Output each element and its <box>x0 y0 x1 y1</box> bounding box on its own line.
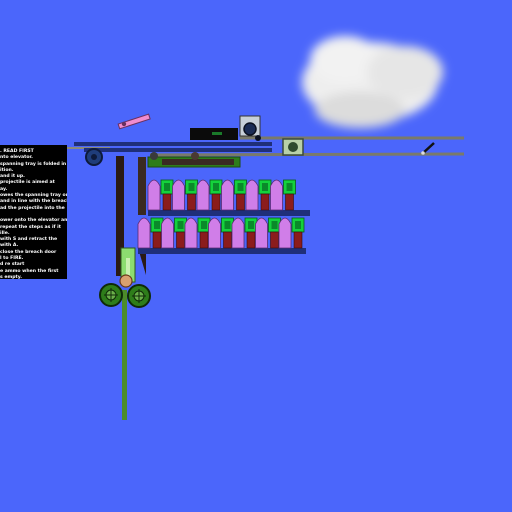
ammo-shell[interactable] <box>184 217 198 249</box>
lower-tray <box>138 248 306 254</box>
ammo-casing <box>270 231 279 249</box>
ammo-clip-window <box>286 183 293 191</box>
ammo-casing <box>176 231 185 249</box>
ammo-clip-window <box>295 221 301 229</box>
ammo-shell[interactable] <box>161 217 174 249</box>
instruction-line: close the breach door <box>0 249 57 255</box>
ammo-casing <box>223 231 232 249</box>
ammo-casing <box>236 193 245 211</box>
sensor-wheel <box>243 122 257 136</box>
ammo-casing <box>260 193 270 211</box>
beam-top <box>74 142 272 146</box>
ammo-shell[interactable] <box>172 179 185 211</box>
instruction-line: . READ FIRST <box>0 149 34 154</box>
upper-tray <box>148 210 310 216</box>
ammo-clip-window <box>248 221 254 229</box>
instruction-line: s empty. <box>0 274 23 279</box>
ammo-casing <box>152 231 162 249</box>
instruction-line: and it up. <box>0 174 25 180</box>
ammo-shell[interactable] <box>231 217 245 249</box>
cloud <box>302 36 443 128</box>
instruction-line: ille. <box>0 230 10 236</box>
pink-launcher[interactable] <box>117 113 151 130</box>
ammo-shell[interactable] <box>221 179 234 211</box>
frame-post-left <box>116 156 124 276</box>
ammo-clip-window <box>224 221 231 229</box>
ammo-casing <box>211 193 221 211</box>
frame-post-inner <box>138 157 146 215</box>
ammo-casing <box>199 231 209 249</box>
instruction-line: ad the projectile into the <box>0 205 65 211</box>
ammo-casing <box>285 193 294 211</box>
instruction-line: spanning tray is folded in <box>0 161 67 167</box>
instruction-line: owes the spanning tray out <box>0 193 67 199</box>
ammo-row-lower <box>137 217 305 249</box>
ammo-clip-window <box>154 221 160 229</box>
instruction-line: l to FIRE. <box>0 256 24 262</box>
ammo-clip-window <box>237 183 244 191</box>
ammo-row-upper <box>147 179 296 211</box>
instruction-line: projectile is aimed at <box>0 180 55 186</box>
ammo-shell[interactable] <box>270 179 283 211</box>
instruction-line: ower onto the elevator and <box>0 218 67 224</box>
ammo-shell[interactable] <box>255 217 268 249</box>
ammo-shell[interactable] <box>245 179 259 211</box>
ammo-casing <box>293 231 303 249</box>
rail-lower <box>149 152 465 157</box>
ammo-clip-window <box>188 183 195 191</box>
instruction-line: d re start <box>0 262 25 268</box>
ammo-shell[interactable] <box>196 179 210 211</box>
instruction-line: with A. <box>0 243 19 249</box>
instruction-line: nto elevator. <box>0 155 33 161</box>
right-wheel[interactable] <box>127 284 151 308</box>
instruction-line: with S and retract the <box>0 237 58 243</box>
ammo-casing <box>162 193 172 211</box>
instruction-line: and in line with the breach. <box>0 199 67 205</box>
beam-second <box>84 148 272 152</box>
ammo-clip-window <box>201 221 207 229</box>
ammo-clip-window <box>164 183 170 191</box>
elevator-hub[interactable] <box>119 274 133 288</box>
ammo-shell[interactable] <box>278 217 292 249</box>
instruction-line: e ammo when the first <box>0 268 59 274</box>
ammo-clip-window <box>177 221 184 229</box>
left-wheel[interactable] <box>99 283 123 307</box>
control-box-indicator <box>212 132 222 135</box>
instruction-line: ition. <box>0 167 14 173</box>
instruction-line: repeat the steps as if it <box>0 224 61 230</box>
ammo-shell[interactable] <box>137 217 151 249</box>
ammo-shell[interactable] <box>147 179 161 211</box>
ammo-clip-window <box>271 221 278 229</box>
ammo-casing <box>187 193 196 211</box>
ammo-casing <box>246 231 256 249</box>
elevator-pole <box>122 290 127 420</box>
ammo-shell[interactable] <box>208 217 221 249</box>
instruction-line: ay. <box>0 186 8 192</box>
ammo-clip-window <box>213 183 219 191</box>
wrench-icon[interactable] <box>421 142 435 155</box>
ammo-clip-window <box>262 183 268 191</box>
